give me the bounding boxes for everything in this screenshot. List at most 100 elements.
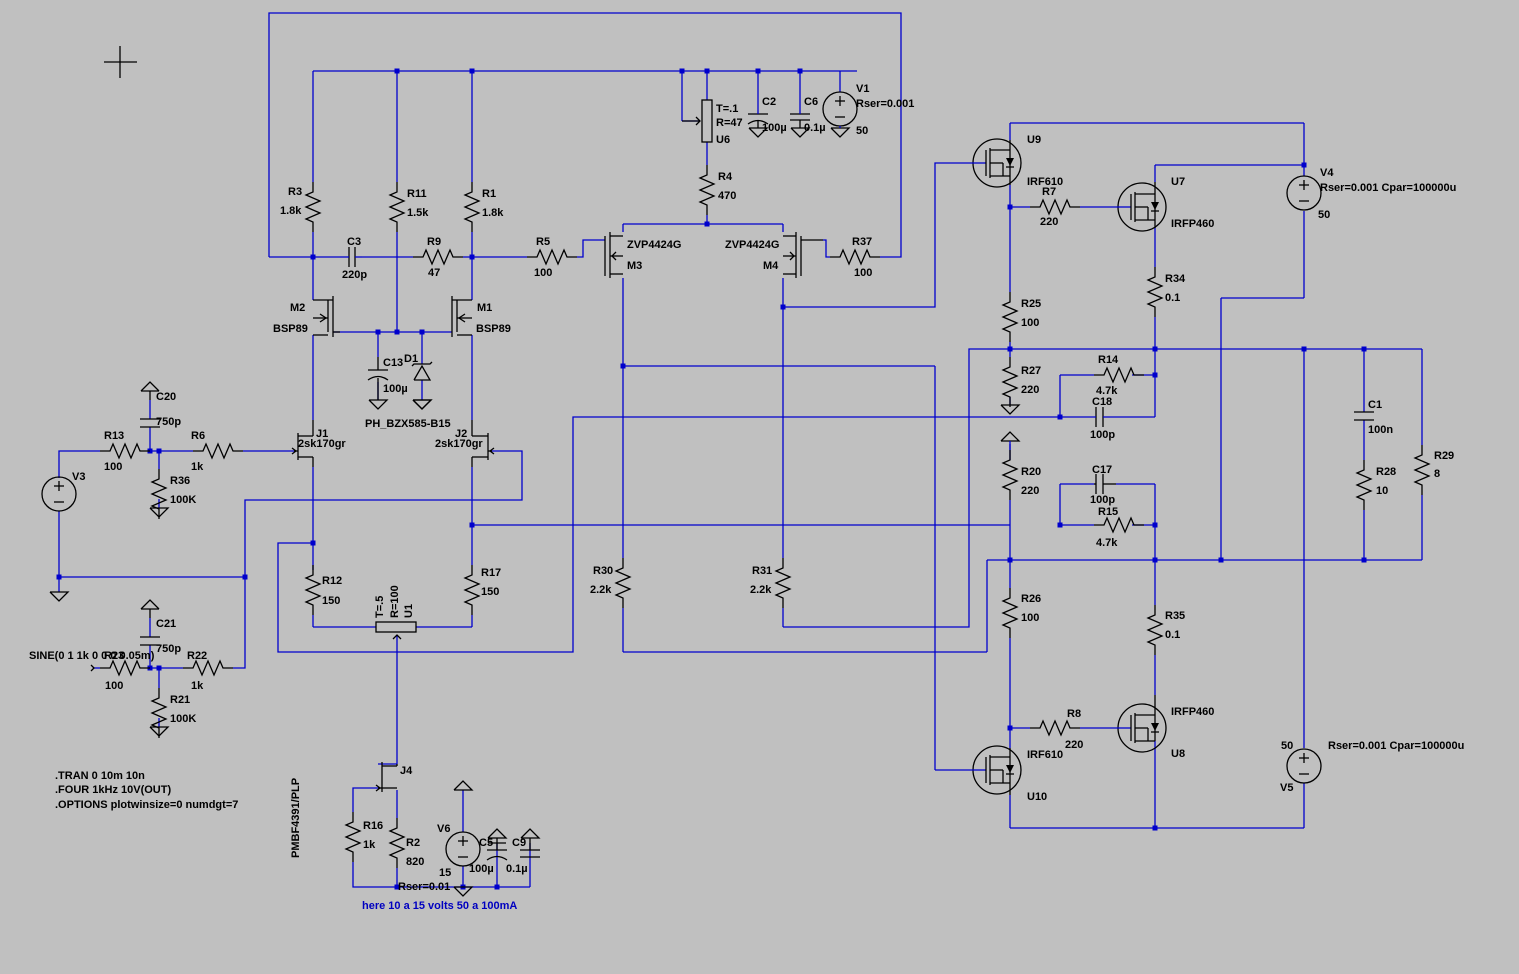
resistor-r37[interactable] bbox=[829, 249, 881, 265]
resistor-r20[interactable] bbox=[1002, 449, 1018, 501]
resistor-r26[interactable] bbox=[1002, 587, 1018, 639]
voltage-source-v3[interactable] bbox=[41, 476, 77, 512]
value-c6: 0.1µ bbox=[804, 122, 826, 134]
label-r1: R1 bbox=[482, 188, 496, 200]
label-m3: M3 bbox=[627, 260, 642, 272]
label-v6: V6 bbox=[437, 823, 450, 835]
label-u9: U9 bbox=[1027, 134, 1041, 146]
resistor-r31[interactable] bbox=[775, 557, 791, 609]
value-r37: 100 bbox=[854, 267, 872, 279]
resistor-r23[interactable] bbox=[99, 660, 151, 676]
label-c21: C21 bbox=[156, 618, 176, 630]
value-r2: 820 bbox=[406, 856, 424, 868]
value-r27: 220 bbox=[1021, 384, 1039, 396]
value-r29: 8 bbox=[1434, 468, 1440, 480]
label-c9: C9 bbox=[512, 837, 526, 849]
voltage-source-v6[interactable] bbox=[445, 831, 481, 867]
directive-options: .OPTIONS plotwinsize=0 numdgt=7 bbox=[55, 799, 238, 811]
resistor-r27[interactable] bbox=[1002, 356, 1018, 408]
value-r8: 220 bbox=[1065, 739, 1083, 751]
resistor-r29[interactable] bbox=[1414, 444, 1430, 496]
label-r27: R27 bbox=[1021, 365, 1041, 377]
wires bbox=[58, 12, 1423, 888]
mosfet-u9[interactable] bbox=[972, 138, 1022, 188]
resistor-r34[interactable] bbox=[1147, 266, 1163, 318]
u6-temp: T=.1 bbox=[716, 103, 738, 115]
resistor-r35[interactable] bbox=[1147, 604, 1163, 656]
capacitor-c21[interactable] bbox=[140, 599, 160, 646]
label-c1: C1 bbox=[1368, 399, 1382, 411]
resistor-r25[interactable] bbox=[1002, 291, 1018, 343]
resistor-r6[interactable] bbox=[192, 443, 244, 459]
resistor-r12[interactable] bbox=[305, 564, 321, 616]
value-r36: 100K bbox=[170, 494, 196, 506]
resistor-r22[interactable] bbox=[182, 660, 234, 676]
resistor-r4[interactable] bbox=[699, 164, 715, 216]
capacitor-c20[interactable] bbox=[140, 381, 160, 428]
label-r16: R16 bbox=[363, 820, 383, 832]
potentiometer-u6[interactable] bbox=[682, 99, 713, 143]
mosfet-m2[interactable] bbox=[313, 296, 340, 337]
value-c17: 100p bbox=[1090, 494, 1115, 506]
value-v5: 50 bbox=[1281, 740, 1293, 752]
capacitor-c9[interactable] bbox=[520, 828, 541, 858]
resistor-r30[interactable] bbox=[615, 557, 631, 609]
resistor-r5[interactable] bbox=[526, 249, 578, 265]
jfet-j4[interactable] bbox=[375, 762, 398, 792]
label-r9: R9 bbox=[427, 236, 441, 248]
capacitor-c18[interactable] bbox=[1060, 407, 1110, 427]
value-r3: 1.8k bbox=[280, 205, 302, 217]
label-c2: C2 bbox=[762, 96, 776, 108]
capacitor-c5[interactable] bbox=[486, 828, 508, 861]
mosfet-u8[interactable] bbox=[1117, 695, 1167, 753]
resistor-r17[interactable] bbox=[464, 564, 480, 616]
resistor-r8[interactable] bbox=[1029, 720, 1081, 736]
mosfet-m1[interactable] bbox=[451, 296, 472, 337]
capacitor-c13[interactable] bbox=[367, 357, 389, 410]
resistor-r1[interactable] bbox=[464, 181, 480, 233]
jfet-j2[interactable] bbox=[471, 420, 495, 467]
mosfet-m4[interactable] bbox=[783, 232, 823, 278]
label-r23: R23 bbox=[104, 650, 124, 662]
resistor-r11[interactable] bbox=[389, 181, 405, 233]
capacitor-c3[interactable] bbox=[340, 247, 362, 267]
capacitor-c2[interactable] bbox=[747, 100, 769, 138]
voltage-source-v5[interactable] bbox=[1286, 748, 1322, 784]
voltage-source-v4[interactable] bbox=[1286, 175, 1322, 211]
value-r7: 220 bbox=[1040, 216, 1058, 228]
value-r4: 470 bbox=[718, 190, 736, 202]
label-c20: C20 bbox=[156, 391, 176, 403]
resistor-r15[interactable] bbox=[1093, 517, 1145, 533]
resistor-r14[interactable] bbox=[1093, 367, 1145, 383]
label-r12: R12 bbox=[322, 575, 342, 587]
value-j4: PMBF4391/PLP bbox=[290, 778, 302, 858]
resistor-r7[interactable] bbox=[1029, 199, 1081, 215]
resistor-r28[interactable] bbox=[1356, 459, 1372, 511]
mosfet-u10[interactable] bbox=[972, 745, 1022, 795]
potentiometer-u1[interactable] bbox=[375, 621, 417, 640]
label-r15: R15 bbox=[1098, 506, 1118, 518]
capacitor-c17[interactable] bbox=[1094, 474, 1116, 494]
value-c3: 220p bbox=[342, 269, 367, 281]
jfet-j1[interactable] bbox=[291, 420, 314, 467]
mosfet-m3[interactable] bbox=[604, 232, 623, 278]
resistor-r13[interactable] bbox=[99, 443, 151, 459]
label-m4: M4 bbox=[763, 260, 779, 272]
value-r21: 100K bbox=[170, 713, 196, 725]
voltage-source-v1[interactable] bbox=[822, 91, 858, 128]
label-u10: U10 bbox=[1027, 791, 1047, 803]
sine-source-pin bbox=[90, 664, 95, 672]
resistor-r9[interactable] bbox=[412, 249, 464, 265]
value-c1: 100n bbox=[1368, 424, 1393, 436]
label-r29: R29 bbox=[1434, 450, 1454, 462]
resistor-r2[interactable] bbox=[389, 817, 405, 869]
resistor-r16[interactable] bbox=[345, 811, 361, 863]
resistor-r3[interactable] bbox=[305, 181, 321, 233]
capacitor-c1[interactable] bbox=[1354, 411, 1374, 421]
label-r35: R35 bbox=[1165, 610, 1185, 622]
label-r34: R34 bbox=[1165, 273, 1186, 285]
label-j1: J1 bbox=[316, 428, 328, 440]
mosfet-u7[interactable] bbox=[1117, 182, 1167, 232]
capacitor-c6[interactable] bbox=[790, 100, 811, 138]
